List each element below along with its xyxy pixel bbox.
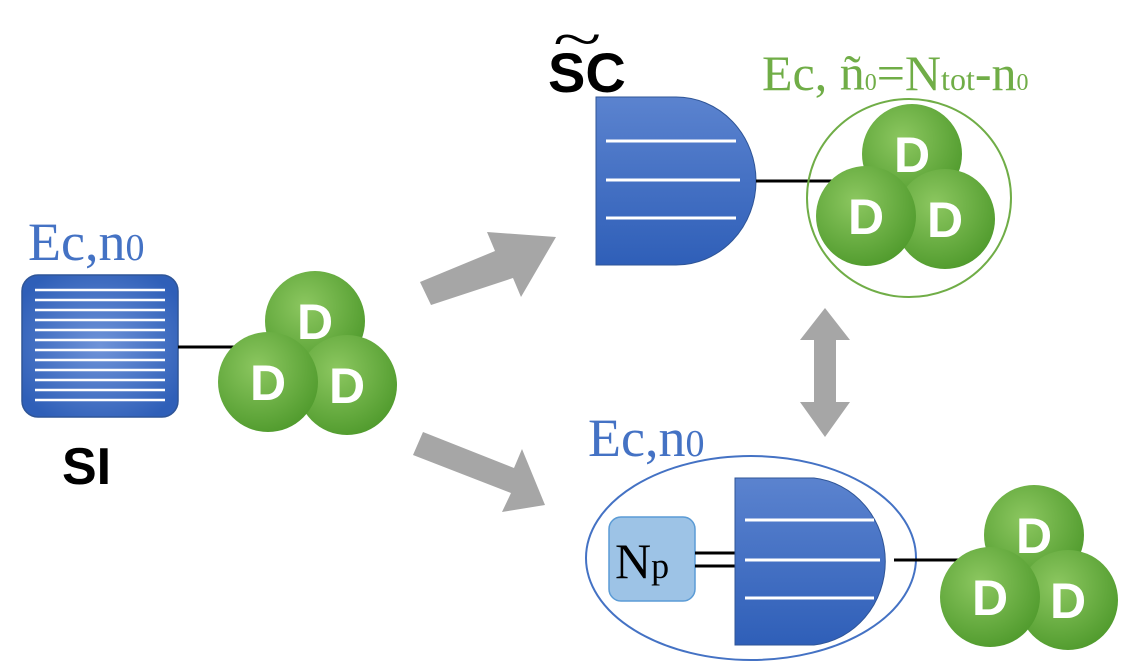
si-energy-label: Ec,n0 bbox=[28, 212, 144, 272]
dot-letter: D bbox=[329, 358, 365, 414]
dot-cluster-left: D D D bbox=[218, 271, 397, 435]
si-block: Ec,n0 SI bbox=[21, 212, 179, 496]
dot-cluster-top: D D D bbox=[816, 104, 995, 269]
si-box bbox=[21, 274, 179, 418]
dot-letter: D bbox=[972, 570, 1008, 626]
dot-letter: D bbox=[1050, 573, 1086, 629]
si-levels bbox=[35, 288, 165, 402]
dot-letter: D bbox=[927, 192, 963, 248]
np-box bbox=[608, 516, 696, 602]
sc-tilde: ~ bbox=[553, 9, 601, 71]
arrows bbox=[413, 232, 850, 512]
dot bbox=[218, 332, 318, 432]
dot bbox=[940, 547, 1040, 647]
si-name: SI bbox=[62, 438, 111, 496]
dot-letter: D bbox=[250, 355, 286, 411]
dot bbox=[816, 166, 916, 266]
np-label: Np bbox=[615, 533, 669, 589]
dot-cluster-bottom: D D D bbox=[940, 485, 1118, 650]
bottom-levels bbox=[745, 518, 880, 600]
dot bbox=[895, 169, 995, 269]
arrow-bidirectional bbox=[800, 308, 850, 437]
bottom-block: Ec,n0 Np bbox=[585, 408, 975, 661]
sc-energy-label: Ec, ñ0=Ntot-n0 bbox=[762, 45, 1028, 101]
sc-block: SC ~ Ec, ñ0=Ntot-n0 bbox=[548, 9, 1028, 298]
bottom-envelope bbox=[585, 455, 917, 661]
bottom-energy-label: Ec,n0 bbox=[588, 408, 704, 468]
sc-levels bbox=[606, 139, 740, 220]
dot-letter: D bbox=[848, 189, 884, 245]
dot bbox=[297, 335, 397, 435]
dot-letter: D bbox=[1016, 508, 1052, 564]
sc-name: SC bbox=[548, 41, 626, 104]
arrow-up-right bbox=[420, 232, 556, 305]
sc-dot-envelope bbox=[806, 98, 1012, 298]
arrow-down-right bbox=[413, 432, 545, 512]
dot bbox=[1018, 550, 1118, 650]
